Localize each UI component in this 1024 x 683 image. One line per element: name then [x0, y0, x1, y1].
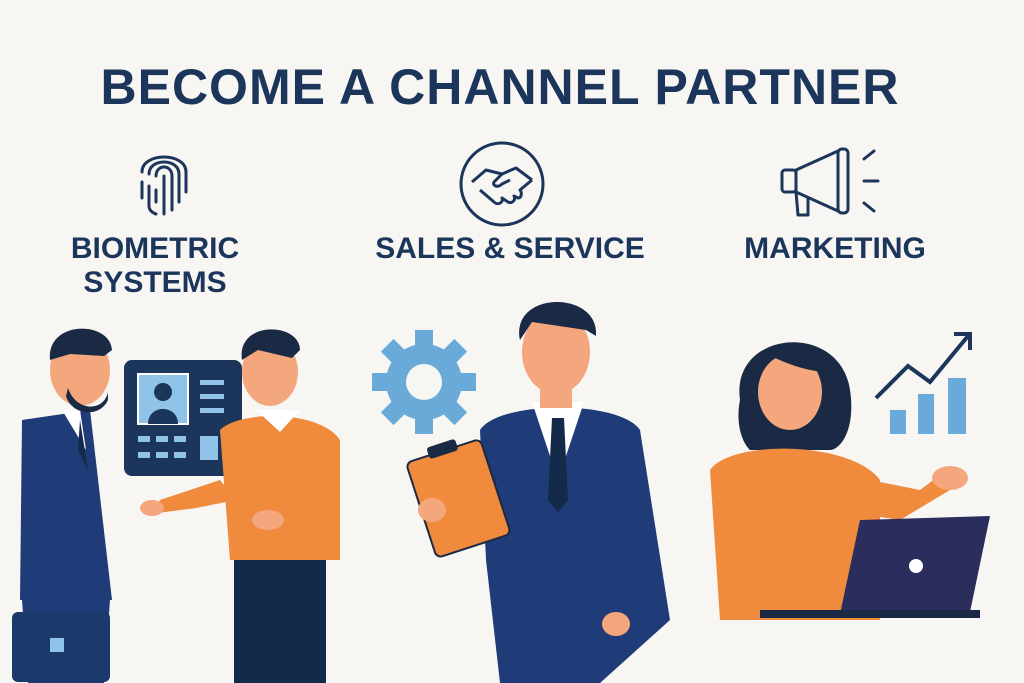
- megaphone-icon: [780, 147, 880, 217]
- page-title: BECOME A CHANNEL PARTNER: [100, 59, 900, 115]
- handshake-icon: [459, 141, 545, 227]
- category-biometric-label: BIOMETRIC SYSTEMS: [40, 232, 270, 300]
- growth-chart-icon: [874, 332, 972, 434]
- woman-laptop: [710, 342, 990, 620]
- businessman-clipboard: [406, 301, 670, 683]
- category-marketing-label: MARKETING: [744, 232, 926, 265]
- category-label-line: SYSTEMS: [83, 266, 227, 299]
- businessman-with-briefcase: [12, 328, 112, 683]
- category-sales-service-label: SALES & SERVICE: [375, 232, 645, 265]
- gear-icon: [372, 330, 476, 434]
- biometric-terminal: [124, 360, 242, 476]
- man-orange-sweater: [140, 329, 340, 683]
- fingerprint-icon: [140, 155, 188, 216]
- category-label-line: BIOMETRIC: [70, 232, 240, 265]
